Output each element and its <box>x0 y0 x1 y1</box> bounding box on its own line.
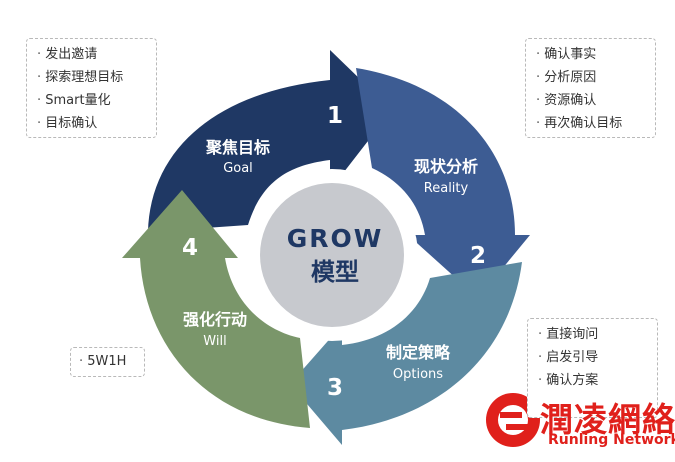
list-item: 目标确认 <box>37 112 156 135</box>
list-item: 资源确认 <box>536 89 655 112</box>
options-cn-label: 制定策略 <box>386 343 451 362</box>
reality-cn-label: 现状分析 <box>414 157 478 176</box>
reality-number: 2 <box>470 243 486 269</box>
goal-en-label: Goal <box>223 161 253 176</box>
runling-logo-icon <box>486 393 540 447</box>
list-item: 再次确认目标 <box>536 112 655 135</box>
center-title: GROW <box>287 224 384 253</box>
list-item: 确认事实 <box>536 43 655 66</box>
options-en-label: Options <box>393 367 443 382</box>
list-item: 确认方案 <box>538 369 657 392</box>
list-item: 分析原因 <box>536 66 655 89</box>
center-subtitle: 模型 <box>311 258 359 286</box>
reality-en-label: Reality <box>424 181 469 196</box>
goal-number: 1 <box>327 103 343 129</box>
list-item: 启发引导 <box>538 346 657 369</box>
logo-subtitle: Runling Network <box>548 432 675 448</box>
list-item: Smart量化 <box>37 89 156 112</box>
goal-cn-label: 聚焦目标 <box>205 138 270 157</box>
will-en-label: Will <box>203 334 226 349</box>
segment-will <box>122 190 310 428</box>
goal-notes: 发出邀请 探索理想目标 Smart量化 目标确认 <box>26 38 157 138</box>
list-item: 5W1H <box>79 350 144 373</box>
list-item: 直接询问 <box>538 323 657 346</box>
will-cn-label: 强化行动 <box>183 310 247 329</box>
reality-notes: 确认事实 分析原因 资源确认 再次确认目标 <box>525 38 656 138</box>
will-notes: 5W1H <box>70 347 145 377</box>
list-item: 探索理想目标 <box>37 66 156 89</box>
logo-name: 潤凌網絡 <box>540 400 675 439</box>
center-circle <box>260 183 404 327</box>
options-number: 3 <box>327 375 343 401</box>
options-notes: 直接询问 启发引导 确认方案 <box>527 318 658 418</box>
segment-options <box>290 262 522 445</box>
segment-reality <box>356 68 530 298</box>
will-number: 4 <box>182 235 198 261</box>
list-item: 发出邀请 <box>37 43 156 66</box>
